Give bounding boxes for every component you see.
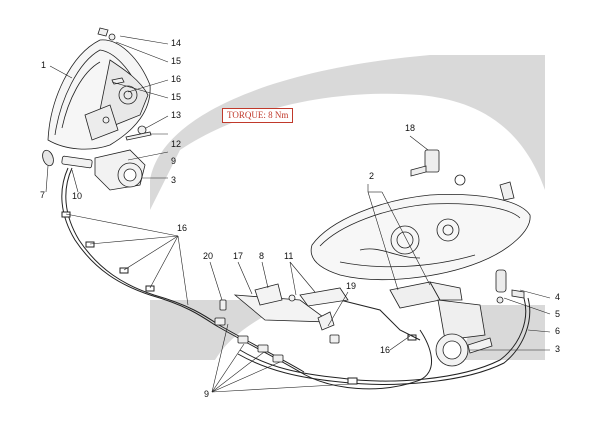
- callout-9-bottom: 9: [204, 389, 210, 399]
- callout-14: 14: [171, 38, 182, 48]
- callout-5: 5: [555, 309, 561, 319]
- bracket-right: [499, 181, 515, 201]
- callout-10: 10: [72, 191, 83, 201]
- callout-3-left: 3: [171, 175, 177, 185]
- callout-16-right: 16: [380, 345, 391, 355]
- cable-right: [237, 297, 531, 385]
- callout-9-top: 9: [171, 156, 177, 166]
- callout-6: 6: [555, 326, 561, 336]
- callout-3-right: 3: [555, 344, 561, 354]
- bracket-center: [233, 283, 349, 331]
- callout-20: 20: [203, 251, 214, 261]
- callout-16-left: 16: [177, 223, 188, 233]
- callout-15-mid: 15: [171, 92, 182, 102]
- headlight-right: [310, 194, 531, 281]
- callout-15-top: 15: [171, 56, 182, 66]
- xenon-bulb: [410, 149, 466, 186]
- callout-13: 13: [171, 110, 182, 120]
- callout-2: 2: [369, 171, 375, 181]
- leader-lines: [45, 35, 551, 393]
- callout-12: 12: [171, 139, 182, 149]
- leveling-motor-left: [61, 149, 146, 191]
- cable-left: [61, 167, 220, 326]
- leveling-motor-right: [435, 333, 493, 367]
- callout-16-top: 16: [171, 74, 182, 84]
- cap-7: [42, 149, 54, 167]
- callout-18: 18: [405, 123, 416, 133]
- sensor-right: [495, 269, 525, 304]
- headlight-left: [47, 39, 151, 150]
- callout-1: 1: [41, 60, 47, 70]
- callout-8: 8: [259, 251, 265, 261]
- connectors-center: [214, 299, 340, 363]
- callout-17: 17: [233, 251, 244, 261]
- callout-4: 4: [555, 292, 561, 302]
- torque-note: TORQUE: 8 Nm: [222, 108, 294, 123]
- callout-11: 11: [284, 251, 294, 261]
- control-unit-right: [389, 281, 486, 341]
- callout-7: 7: [40, 190, 46, 200]
- callout-19: 19: [346, 281, 357, 291]
